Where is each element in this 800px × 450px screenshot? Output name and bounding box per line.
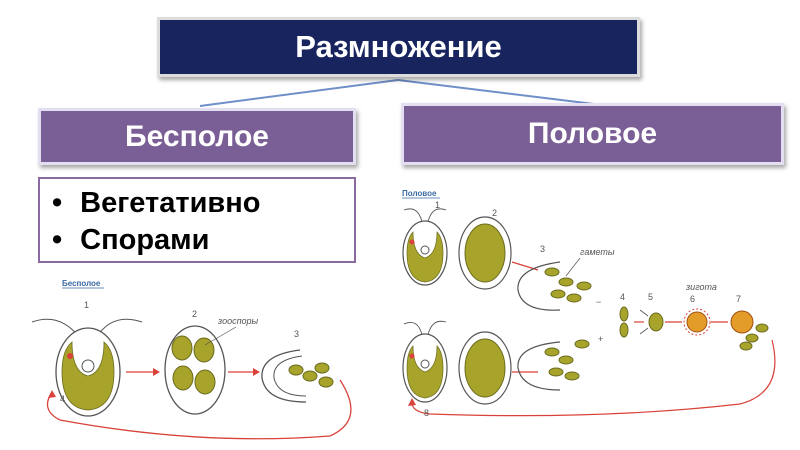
stigma: [409, 239, 415, 245]
asexual-cycle-arrowhead: [48, 390, 56, 398]
gamete: [619, 306, 629, 322]
zygote: [683, 308, 711, 336]
flagellum: [427, 320, 447, 336]
zygote-label: зигота: [685, 282, 717, 292]
gamete: [566, 293, 582, 303]
gamete: [576, 281, 592, 291]
gamete: [564, 371, 580, 381]
asexual-diagram-header: Бесполое: [62, 279, 101, 288]
connector-left: [199, 79, 399, 107]
minus-sign: −: [596, 297, 601, 307]
chloroplast: [406, 345, 444, 399]
zygote-spines: [683, 308, 711, 336]
nucleus: [420, 359, 430, 369]
asexual-step-1: 1: [84, 300, 89, 310]
sexual-cell-1-bottom: [402, 320, 448, 403]
gamete: [550, 289, 566, 299]
sexual-cycle-arrowhead: [408, 398, 416, 406]
method-spores: Спорами: [52, 222, 354, 259]
sexual-diagram-header: Половое: [402, 189, 437, 198]
asexual-step-3: 3: [294, 329, 299, 339]
daughter-cell: [739, 341, 753, 351]
gametes-label: гаметы: [580, 247, 615, 257]
method-vegetative: Вегетативно: [52, 185, 354, 222]
asexual-step-2: 2: [192, 309, 197, 319]
daughter-cell: [755, 323, 769, 333]
sexual-cell-1-top: [402, 208, 448, 286]
zygote-body: [686, 311, 708, 333]
flagellum: [427, 208, 447, 223]
zoospore: [194, 369, 216, 395]
plus-sign: +: [598, 334, 603, 344]
zoospore: [193, 337, 215, 363]
gamete: [619, 322, 629, 338]
zoospores-label: зооспоры: [217, 316, 259, 326]
sexual-step-5: 5: [648, 292, 653, 302]
zygote-forming: [648, 312, 664, 332]
gamete-mass: [464, 223, 506, 283]
daughter-cell: [745, 333, 759, 343]
nucleus: [420, 245, 430, 255]
stigma: [409, 353, 415, 359]
gamete: [548, 367, 564, 377]
sexual-step-3: 3: [540, 244, 545, 254]
connector-right: [397, 79, 595, 105]
empty-wall-top: [517, 261, 561, 311]
nucleus: [81, 359, 95, 373]
page-title: Размножение: [157, 17, 640, 77]
chloroplast: [61, 341, 115, 411]
released-zoospore: [318, 376, 334, 388]
sexual-step-4: 4: [620, 292, 625, 302]
sexual-step-8: 8: [424, 408, 429, 418]
gamete: [544, 267, 560, 277]
flagella: [639, 309, 649, 335]
released-zoospore: [302, 370, 318, 382]
gamete: [544, 347, 560, 357]
asexual-step-4: 4: [60, 394, 65, 404]
released-zoospore: [288, 364, 304, 376]
stigma: [67, 353, 73, 359]
zygote-body: [730, 310, 754, 334]
gametes-pointer: [565, 257, 581, 277]
sexual-step-1: 1: [435, 200, 440, 210]
sexual-cell-2-top: [458, 216, 512, 290]
gametes-bottom: [544, 339, 590, 381]
empty-wall-inner: [273, 355, 307, 397]
sexual-step-7: 7: [736, 294, 741, 304]
flagellum: [403, 321, 423, 336]
empty-wall: [261, 349, 307, 403]
gamete: [558, 355, 574, 365]
arrowhead-asexual-1: [153, 368, 160, 376]
sexual-heading: Половое: [401, 103, 784, 165]
arrowhead-asexual-2: [253, 368, 260, 376]
germinating-zygote: [730, 310, 769, 351]
gametes-top: [544, 267, 592, 303]
empty-wall-bottom: [517, 341, 561, 391]
sexual-step-6: 6: [690, 294, 695, 304]
asexual-cell-3: [261, 349, 334, 403]
zoospore: [172, 365, 194, 391]
sexual-step-2: 2: [492, 208, 497, 218]
asexual-cell-2: [164, 325, 226, 415]
asexual-heading: Бесполое: [38, 108, 356, 165]
zoospore: [171, 335, 193, 361]
asexual-cell-1: [31, 318, 143, 417]
released-zoospore: [314, 362, 330, 374]
gamete: [574, 339, 590, 349]
sexual-cycle-arrow: [411, 339, 776, 417]
methods-list: Вегетативно Спорами: [38, 177, 356, 263]
gamete: [558, 277, 574, 287]
fused-cell: [639, 309, 664, 335]
sexual-cell-2-bottom: [458, 331, 512, 405]
flagellum: [403, 208, 423, 223]
fusing-gametes: [619, 306, 629, 338]
asexual-cycle-arrow: [46, 379, 352, 440]
gamete-mass: [464, 338, 506, 398]
chloroplast: [406, 231, 444, 283]
zoospores-pointer: [204, 326, 237, 346]
